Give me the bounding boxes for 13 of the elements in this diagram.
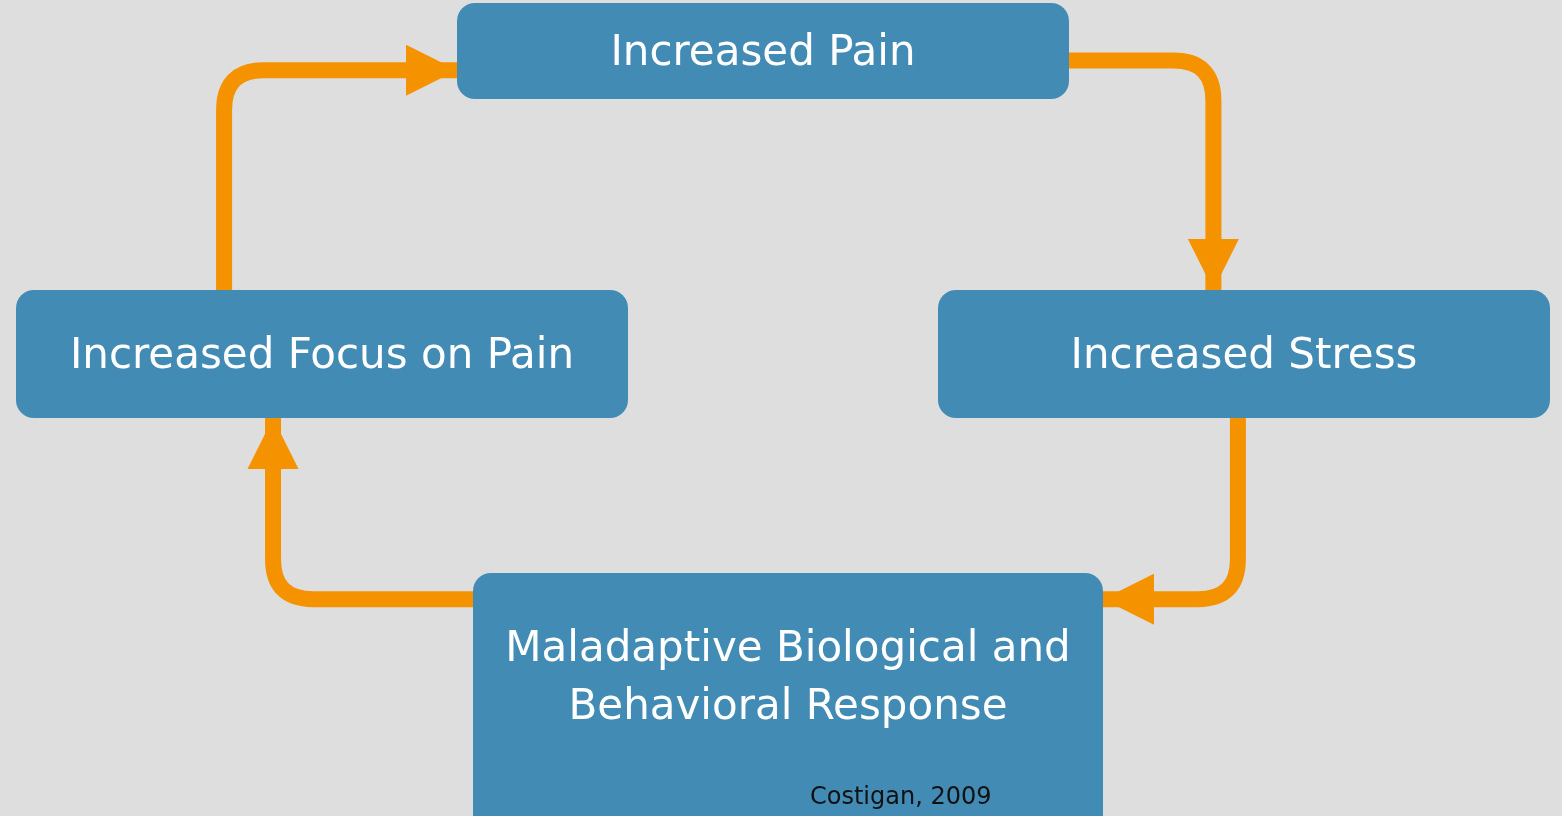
node-text: Maladaptive Biological and Behavioral Response: [504, 621, 1072, 731]
process-box: [457, 3, 1069, 99]
bent-arrow: [1069, 52, 1239, 290]
node-text: Increased Pain: [610, 25, 916, 77]
process-box: [473, 573, 1103, 816]
process-box: [16, 290, 628, 418]
process-box: [938, 290, 1550, 418]
node-text: Increased Stress: [1070, 328, 1418, 380]
bent-arrow: [247, 418, 473, 608]
bent-arrow: [216, 44, 457, 290]
bent-arrow: [1103, 418, 1246, 625]
citation-text: Costigan, 2009: [810, 782, 992, 810]
node-text: Increased Focus on Pain: [69, 328, 575, 380]
